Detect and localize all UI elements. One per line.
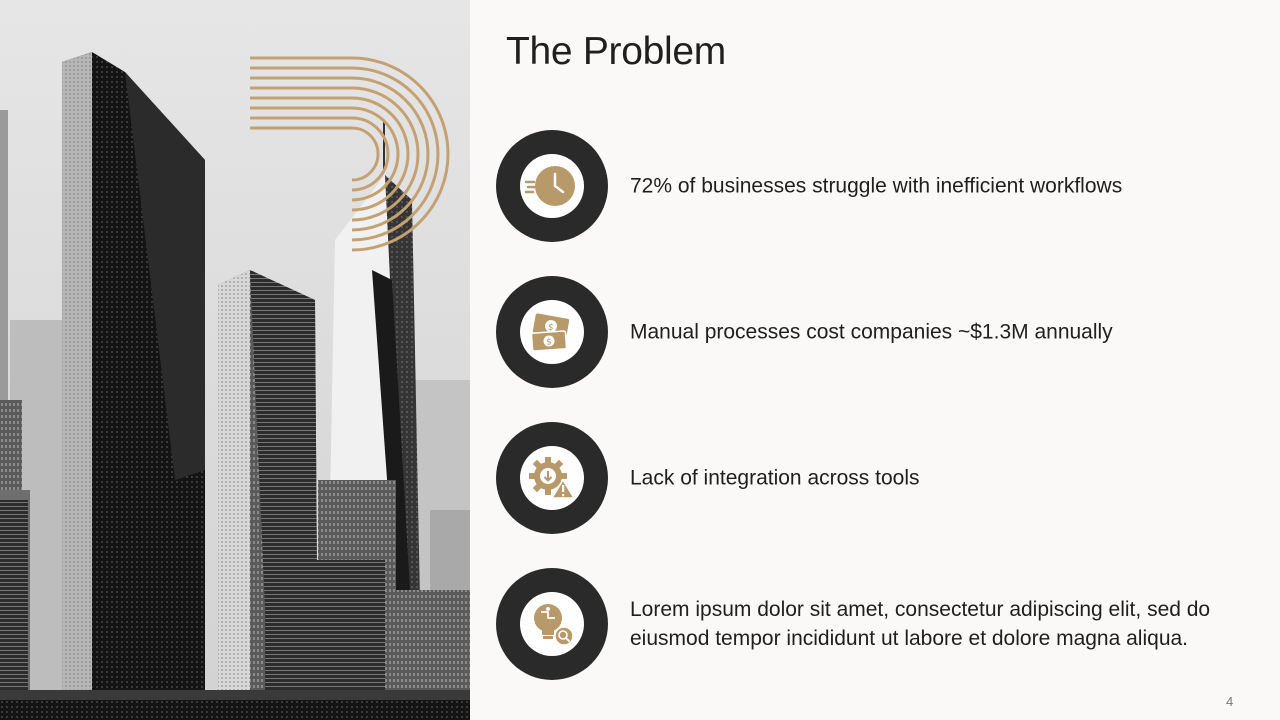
svg-text:$: $ [547, 323, 554, 334]
problem-text: Lorem ipsum dolor sit amet, consectetur … [630, 598, 1211, 650]
slide-title: The Problem [506, 30, 726, 73]
problem-text: 72% of businesses struggle with ineffici… [630, 174, 1123, 198]
gold-arcs-decoration [250, 56, 450, 252]
problem-item-1: 72% of businesses struggle with ineffici… [496, 130, 1266, 242]
icon-ring: $ $ [496, 276, 608, 388]
fast-clock-icon [524, 166, 575, 206]
problem-text: Lack of integration across tools [630, 466, 920, 490]
icon-ring [496, 422, 608, 534]
icon-ring [496, 130, 608, 242]
icon-ring [496, 568, 608, 680]
problem-item-4: Lorem ipsum dolor sit amet, consectetur … [496, 568, 1266, 680]
gear-warning-icon [529, 457, 576, 499]
money-bills-icon: $ $ [530, 313, 570, 352]
problem-item-2: $ $ Manual processes cost companies ~$1.… [496, 276, 1266, 388]
svg-text:$: $ [546, 338, 552, 348]
city-skyline-image [0, 0, 470, 720]
problem-text: Manual processes cost companies ~$1.3M a… [630, 320, 1113, 344]
page-number: 4 [1226, 694, 1234, 709]
problem-item-3: Lack of integration across tools [496, 422, 1266, 534]
skyline-illustration [0, 0, 470, 720]
lightbulb-puzzle-icon [534, 604, 574, 646]
